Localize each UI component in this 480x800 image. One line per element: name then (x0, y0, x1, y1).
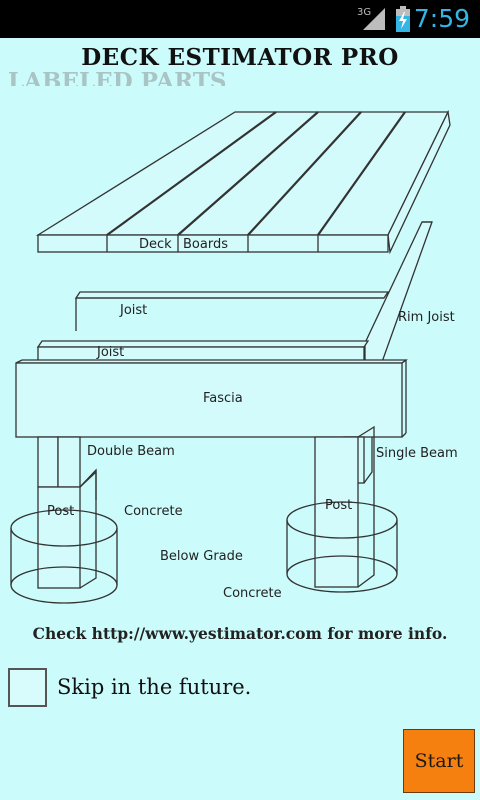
label-concrete-lower: Concrete (223, 586, 282, 601)
page-title: DECK ESTIMATOR PRO (81, 44, 399, 71)
label-joist-lower: Joist (96, 345, 124, 360)
clock: 7:59 (413, 4, 470, 33)
label-post-left: Post (47, 504, 74, 519)
label-deck: Deck (139, 237, 172, 252)
network-indicator: 3G (357, 7, 372, 18)
start-button[interactable]: Start (403, 729, 475, 793)
status-bar: 3G 7:59 (0, 0, 480, 38)
deck-parts-diagram: Deck Boards Joist Joist Rim Joist Fascia… (10, 109, 458, 604)
battery-icon (396, 6, 410, 32)
label-fascia: Fascia (203, 391, 243, 406)
skip-label[interactable]: Skip in the future. (57, 675, 252, 699)
label-double-beam: Double Beam (87, 444, 175, 459)
label-rim-joist: Rim Joist (398, 310, 455, 325)
label-boards: Boards (183, 237, 228, 252)
label-below-grade: Below Grade (160, 549, 243, 564)
label-post-right: Post (325, 498, 352, 513)
info-text: Check http://www.yestimator.com for more… (32, 624, 448, 643)
label-joist-upper: Joist (119, 303, 147, 318)
signal-icon (363, 8, 385, 30)
diagram-heading: LABELED PARTS (8, 68, 227, 86)
label-single-beam: Single Beam (376, 446, 458, 461)
skip-checkbox[interactable] (8, 668, 47, 707)
label-concrete-upper: Concrete (124, 504, 183, 519)
